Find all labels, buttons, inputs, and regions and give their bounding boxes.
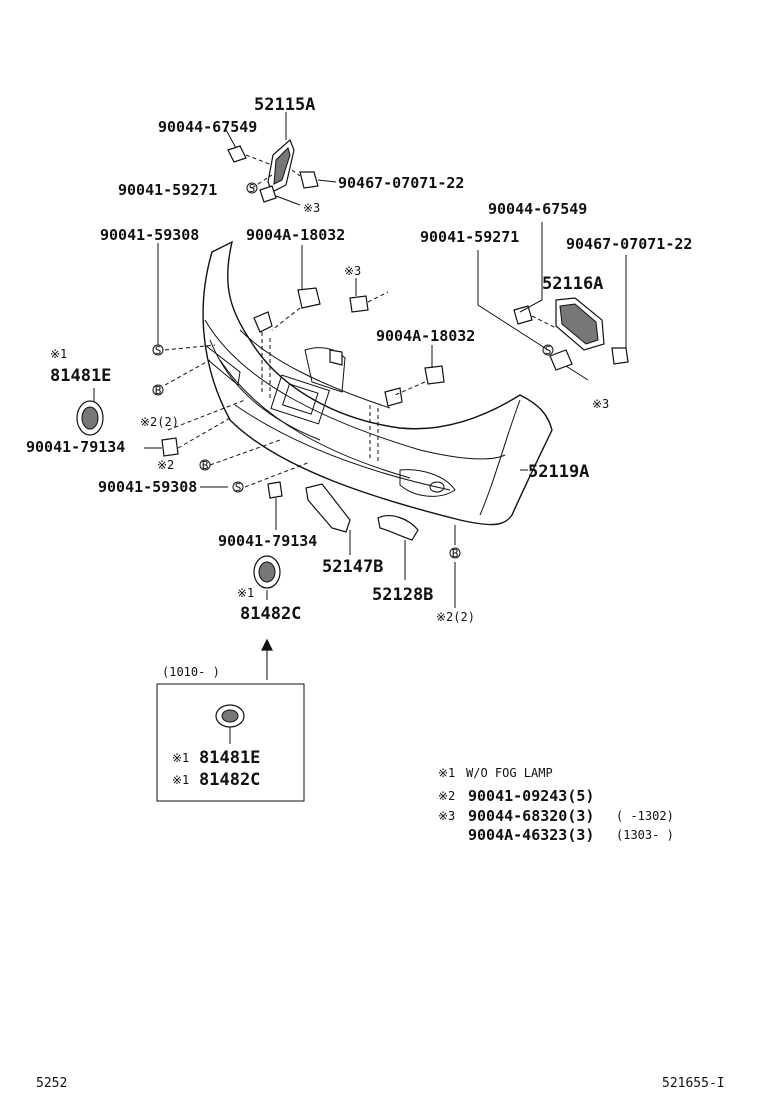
inset-label-81482C: 81482C — [199, 770, 260, 790]
inset-note-mark-1-b: ※1 — [172, 773, 189, 787]
label-81482C: 81482C — [240, 604, 301, 624]
bumper-cover-drawing — [202, 240, 553, 526]
note-mark-3-b: ※3 — [344, 264, 361, 278]
note-3-range: ( -1302) — [616, 809, 674, 823]
label-9004A-18032-b: 9004A-18032 — [376, 327, 475, 345]
retainers-9004A-18032-drawing — [261, 245, 445, 462]
note-mark-2-2-b: ※2(2) — [436, 610, 475, 624]
label-90044-67549-b: 90044-67549 — [488, 200, 587, 218]
bracket-52115A-drawing — [224, 112, 337, 206]
footer-page-code: 5252 — [36, 1076, 67, 1091]
label-52116A: 52116A — [542, 274, 603, 294]
note-3-mark: ※3 — [438, 809, 455, 823]
inset-box: (1010- ) ※1 81481E ※1 81482C — [156, 665, 305, 802]
inset-label-81481E: 81481E — [199, 748, 260, 768]
label-90041-59308-a: 90041-59308 — [100, 226, 199, 244]
symbol-b-1: B — [155, 384, 162, 397]
note-mark-3-a: ※3 — [303, 201, 320, 215]
label-90041-59271-a: 90041-59271 — [118, 181, 217, 199]
inset-note-mark-1-a: ※1 — [172, 751, 189, 765]
symbol-b-2: B — [202, 459, 209, 472]
label-90467-07071-22-a: 90467-07071-22 — [338, 174, 464, 192]
note-mark-1-a: ※1 — [50, 347, 67, 361]
fastener-symbols: S B B S S S B — [152, 182, 554, 560]
note-4-text: 9004A-46323(3) — [468, 826, 594, 844]
note-3-text: 90044-68320(3) — [468, 807, 594, 825]
label-90041-79134-b: 90041-79134 — [218, 532, 317, 550]
symbol-s-3: S — [249, 182, 256, 195]
symbol-b-3: B — [452, 547, 459, 560]
left-parts-drawing — [76, 243, 456, 680]
inset-date-range: (1010- ) — [162, 665, 220, 679]
label-52128B: 52128B — [372, 585, 433, 605]
label-81481E: 81481E — [50, 366, 111, 386]
note-mark-3-c: ※3 — [592, 397, 609, 411]
legend-notes: ※1 W/O FOG LAMP ※2 90041-09243(5) ※3 900… — [438, 766, 674, 844]
note-2-mark: ※2 — [438, 789, 455, 803]
label-90041-59271-b: 90041-59271 — [420, 228, 519, 246]
footer-figure-code: 521655-I — [662, 1076, 725, 1091]
label-90041-59308-b: 90041-59308 — [98, 478, 197, 496]
symbol-s-4: S — [545, 344, 552, 357]
label-90041-79134-a: 90041-79134 — [26, 438, 125, 456]
label-52147B: 52147B — [322, 557, 383, 577]
note-mark-2-a: ※2 — [157, 458, 174, 472]
note-1-text: W/O FOG LAMP — [466, 766, 553, 780]
label-90467-07071-22-b: 90467-07071-22 — [566, 235, 692, 253]
note-2-text: 90041-09243(5) — [468, 787, 594, 805]
note-4-range: (1303- ) — [616, 828, 674, 842]
note-mark-1-b: ※1 — [237, 586, 254, 600]
symbol-s-1: S — [155, 344, 162, 357]
note-mark-2-2-a: ※2(2) — [140, 415, 179, 429]
label-52119A: 52119A — [528, 462, 589, 482]
part-labels: 52115A 90044-67549 90041-59271 90467-070… — [26, 95, 692, 624]
label-9004A-18032-a: 9004A-18032 — [246, 226, 345, 244]
label-90044-67549-a: 90044-67549 — [158, 118, 257, 136]
note-1-mark: ※1 — [438, 766, 455, 780]
symbol-s-2: S — [235, 481, 242, 494]
label-52115A: 52115A — [254, 95, 315, 115]
bracket-52116A-drawing — [477, 222, 629, 381]
